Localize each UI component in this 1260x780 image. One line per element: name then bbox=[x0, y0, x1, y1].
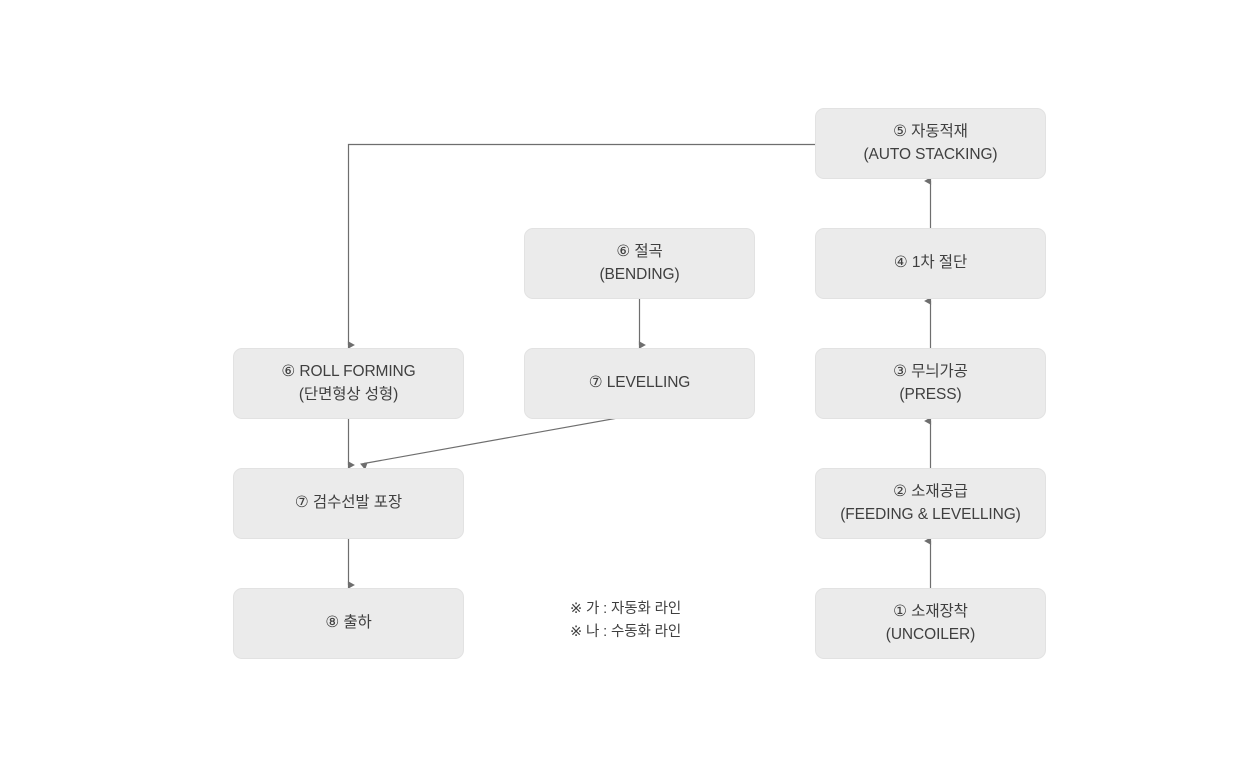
node-levelling[interactable]: ⑦ LEVELLING bbox=[524, 348, 755, 419]
node-roll-forming[interactable]: ⑥ ROLL FORMING (단면형상 성형) bbox=[233, 348, 464, 419]
node-press-line2: (PRESS) bbox=[899, 385, 962, 403]
node-feeding-line2: (FEEDING & LEVELLING) bbox=[840, 505, 1021, 523]
node-auto-stacking[interactable]: ⑤ 자동적재 (AUTO STACKING) bbox=[815, 108, 1046, 179]
node-uncoiler-line2: (UNCOILER) bbox=[885, 625, 976, 643]
node-first-cutting-line1: ④ 1차 절단 bbox=[893, 254, 968, 272]
node-feeding-line1: ② 소재공급 bbox=[893, 483, 968, 501]
node-bending-line1: ⑥ 절곡 bbox=[616, 243, 663, 261]
node-shipping[interactable]: ⑧ 출하 bbox=[233, 588, 464, 659]
legend-line-automated: ※ 가 : 자동화 라인 bbox=[570, 601, 682, 617]
node-press[interactable]: ③ 무늬가공 (PRESS) bbox=[815, 348, 1046, 419]
node-auto-stacking-line1: ⑤ 자동적재 bbox=[893, 123, 968, 141]
node-uncoiler[interactable]: ① 소재장착 (UNCOILER) bbox=[815, 588, 1046, 659]
node-levelling-line1: ⑦ LEVELLING bbox=[588, 374, 691, 392]
node-auto-stacking-line2: (AUTO STACKING) bbox=[863, 145, 998, 163]
node-inspection-line1: ⑦ 검수선발 포장 bbox=[294, 494, 403, 512]
node-roll-forming-line1: ⑥ ROLL FORMING bbox=[281, 363, 416, 381]
node-inspection[interactable]: ⑦ 검수선발 포장 bbox=[233, 468, 464, 539]
node-first-cutting[interactable]: ④ 1차 절단 bbox=[815, 228, 1046, 299]
node-feeding[interactable]: ② 소재공급 (FEEDING & LEVELLING) bbox=[815, 468, 1046, 539]
legend-line-manual: ※ 나 : 수동화 라인 bbox=[570, 624, 682, 641]
node-shipping-line1: ⑧ 출하 bbox=[325, 614, 372, 632]
legend: ※ 가 : 자동화 라인 ※ 나 : 수동화 라인 bbox=[570, 598, 681, 645]
node-roll-forming-line2: (단면형상 성형) bbox=[298, 385, 399, 403]
node-bending[interactable]: ⑥ 절곡 (BENDING) bbox=[524, 228, 755, 299]
edge-levelling-to-inspection bbox=[360, 413, 641, 470]
node-bending-line2: (BENDING) bbox=[599, 265, 680, 283]
node-uncoiler-line1: ① 소재장착 bbox=[893, 603, 968, 621]
node-press-line1: ③ 무늬가공 bbox=[893, 363, 968, 381]
